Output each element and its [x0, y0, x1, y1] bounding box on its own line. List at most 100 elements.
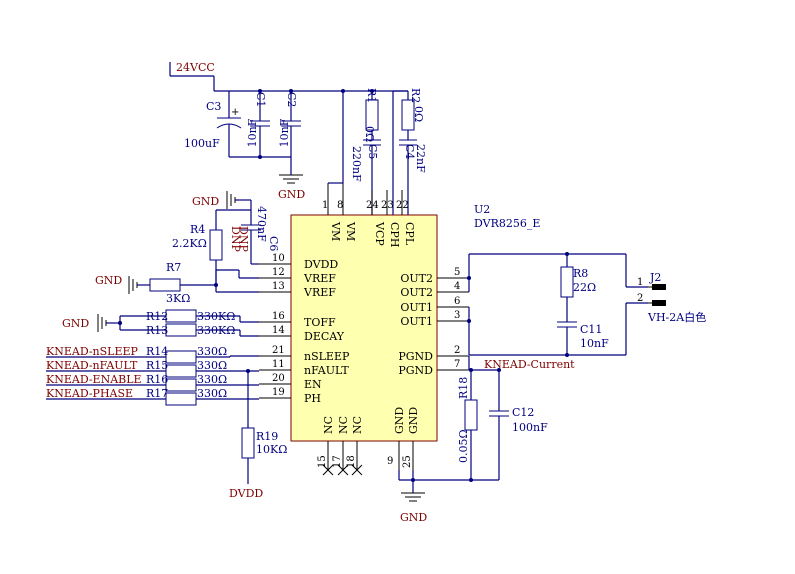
pin-num-22: 22	[396, 200, 409, 211]
c11-ref: C11	[580, 323, 602, 336]
r14-value: 330Ω	[197, 345, 227, 358]
pin-num-9: 9	[387, 456, 393, 467]
pin-num-3: 3	[454, 310, 460, 321]
pgnd-sense: R18 0.05Ω KNEAD-Current	[457, 356, 575, 480]
ic-right-pins: 5 4 6 3 2 7 OUT2 OUT2 OUT1 OUT1 PGND PGN…	[398, 267, 469, 377]
r19-value: 10KΩ	[256, 443, 287, 456]
capacitor-c3: + C3 100uF	[184, 91, 242, 157]
r18-value: 0.05Ω	[457, 429, 470, 463]
pin-num-11: 11	[272, 359, 285, 370]
pin-name-vm2: VM	[344, 221, 357, 241]
j2-pin2-body	[652, 300, 666, 306]
pin-num-18: 18	[346, 455, 357, 468]
connector-j2[interactable]: 1 2 J2 VH-2A白色	[637, 271, 706, 324]
pin-name-toff: TOFF	[304, 316, 336, 329]
pin-num-21: 21	[272, 345, 285, 356]
pin-num-8: 8	[337, 200, 343, 211]
nc-cross-15	[322, 464, 334, 476]
pin-num-12: 12	[272, 267, 285, 278]
resistor-r19: R19 10KΩ DVDD	[229, 371, 287, 500]
pin-name-en: EN	[304, 378, 322, 391]
j2-part: VH-2A白色	[647, 310, 706, 324]
pin-name-pgnd2: PGND	[398, 364, 433, 377]
r16-ref: R16	[146, 373, 168, 386]
pin-name-nc2: NC	[337, 416, 350, 434]
r14-ref: R14	[146, 345, 168, 358]
nc-cross-18	[351, 464, 363, 476]
pin-name-out2b: OUT2	[400, 286, 433, 299]
r2-value: 0Ω	[412, 106, 425, 122]
net-knead-current: KNEAD-Current	[484, 358, 575, 371]
pin-name-nc1: NC	[322, 416, 335, 434]
pin-num-1: 1	[322, 200, 328, 211]
capacitor-c11: C11 10nF	[557, 321, 609, 355]
pin-num-7: 7	[454, 359, 460, 370]
resistors-r12-r13: GND R12 R13 330KΩ 330KΩ	[62, 309, 259, 337]
ic-u2: U2 DVR8256_E 1 8 24 23 22 VM VM VCP CPH …	[259, 183, 540, 476]
pin-num-13: 13	[272, 281, 285, 292]
pin-num-17: 17	[332, 455, 343, 468]
nc-cross-17	[337, 464, 349, 476]
ic-body	[290, 214, 438, 442]
pin-name-pgnd1: PGND	[398, 350, 433, 363]
vcc-rail: 24VCC	[169, 61, 408, 93]
capacitor-c6: GND C6 470nF DNP	[192, 191, 280, 264]
r15-ref: R15	[146, 359, 168, 372]
capacitor-c2: C2 10nF	[278, 91, 301, 157]
gnd-label-r12: GND	[62, 317, 89, 330]
r8-ref: R8	[573, 267, 588, 280]
pin-num-24: 24	[366, 200, 379, 211]
pin-num-23: 23	[381, 200, 394, 211]
c4-ref: C4	[403, 144, 416, 159]
j2-pin2: 2	[637, 293, 643, 304]
r8-value: 22Ω	[573, 281, 596, 294]
r15-value: 330Ω	[197, 359, 227, 372]
r7-ref: R7	[166, 261, 181, 274]
pin-name-nsleep: nSLEEP	[304, 350, 350, 363]
pin-name-vcp: VCP	[373, 221, 386, 246]
pin-name-cpl: CPL	[403, 222, 416, 246]
r2-ref: R2	[409, 88, 422, 103]
j2-pin1: 1	[637, 277, 643, 288]
r17-ref: R17	[146, 387, 168, 400]
pin-num-20: 20	[272, 373, 285, 384]
control-signals: KNEAD-nSLEEP KNEAD-nFAULT KNEAD-ENABLE K…	[46, 345, 259, 406]
vref-wiring	[180, 263, 259, 293]
ic-ref: U2	[474, 203, 490, 216]
c6-ref: C6	[267, 236, 280, 251]
dvdd-label: DVDD	[229, 487, 263, 500]
c11-value: 10nF	[580, 337, 609, 350]
j2-pin1-body	[652, 284, 666, 290]
net-knead-nsleep: KNEAD-nSLEEP	[46, 345, 139, 358]
resistor-r2: R2 0Ω	[393, 88, 425, 140]
pin-name-nfault: nFAULT	[304, 364, 349, 377]
capacitor-c4: C4 22nF	[392, 91, 427, 215]
ic-gnd: GND	[398, 470, 499, 524]
c1-value: 10nF	[246, 118, 259, 147]
net-knead-enable: KNEAD-ENABLE	[46, 373, 142, 386]
capacitor-c12: C12 100nF	[489, 370, 548, 480]
r13-ref: R13	[146, 324, 168, 337]
pin-name-cph: CPH	[388, 222, 401, 247]
pin-name-dvdd: DVDD	[304, 258, 338, 271]
resistor-r8: R8 22Ω	[560, 254, 596, 322]
c5-ref: C5	[366, 144, 379, 159]
r18-ref: R18	[457, 377, 470, 399]
ic-left-pins: 10 12 13 16 14 21 11 20 19 DVDD VREF VRE…	[259, 253, 350, 405]
j2-ref: J2	[649, 271, 661, 284]
cap-bank-gnd: GND	[229, 155, 305, 201]
pin-name-out2a: OUT2	[400, 272, 433, 285]
gnd-label-r7: GND	[95, 274, 122, 287]
r19-ref: R19	[256, 430, 278, 443]
ic-bottom-pins: 15 17 18 9 25 NC NC NC GND GND	[317, 407, 420, 476]
net-knead-nfault: KNEAD-nFAULT	[46, 359, 138, 372]
c3-polarity: +	[231, 107, 239, 118]
pin-num-2: 2	[454, 345, 460, 356]
pin-num-19: 19	[272, 387, 285, 398]
c6-value: 470nF	[255, 206, 268, 242]
pin-num-16: 16	[272, 311, 285, 322]
resistor-r7: GND R7 3KΩ	[95, 261, 190, 305]
r17-value: 330Ω	[197, 387, 227, 400]
r4-value: 2.2KΩ	[172, 237, 207, 250]
c5-value: 220nF	[350, 146, 363, 182]
